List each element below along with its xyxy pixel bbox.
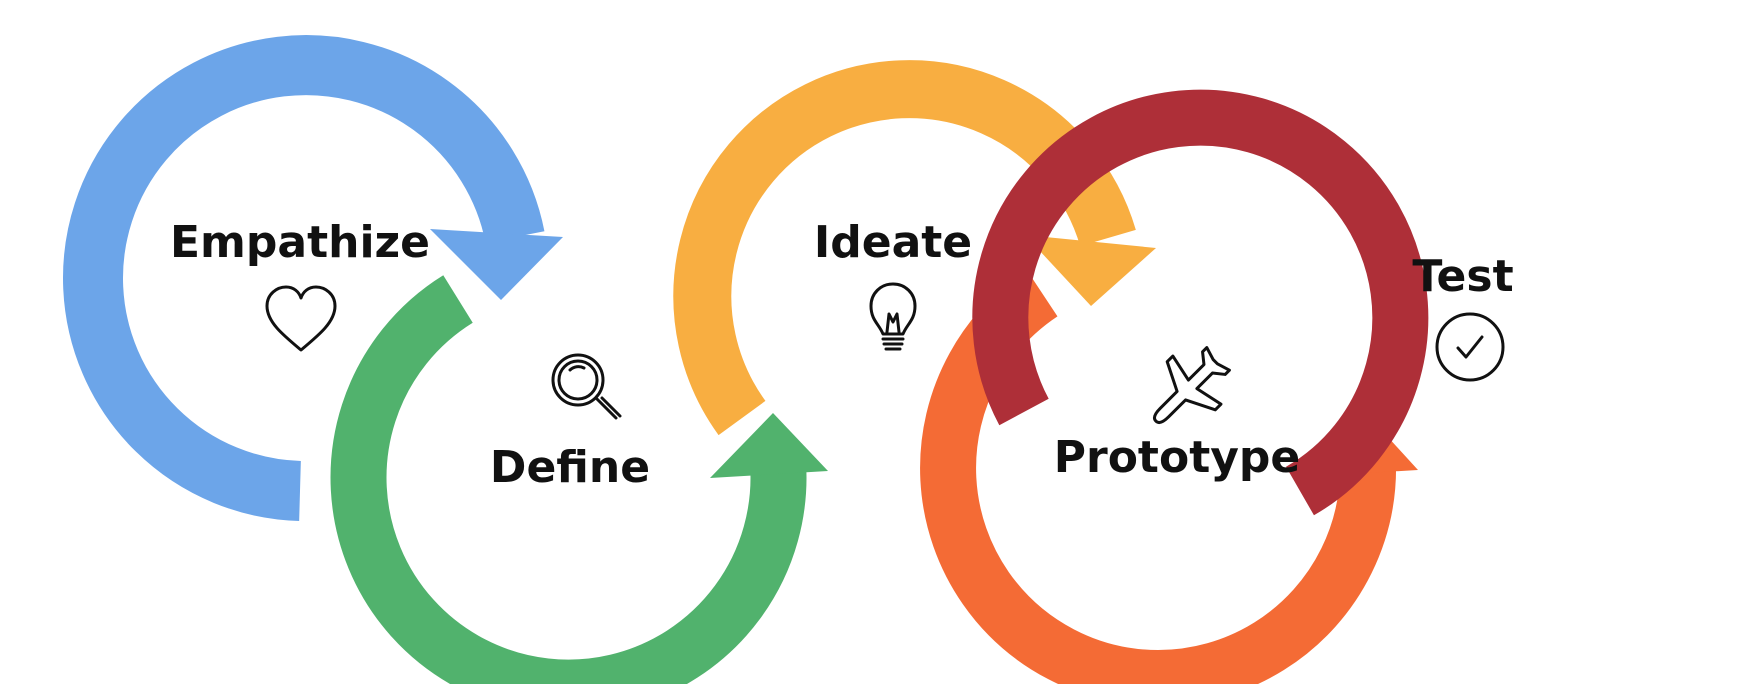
test-ring [972,89,1429,516]
lightbulb-icon [869,282,917,351]
empathize-arc [63,35,545,521]
prototype-arc [920,269,1397,684]
magnifier-icon [551,353,622,420]
ideate-arrowhead [1025,235,1156,306]
stage-empathize [63,35,563,521]
airplane-icon [1152,346,1231,425]
test-label: Test [1412,251,1513,302]
define-label: Define [490,442,650,493]
empathize-label: Empathize [170,217,430,268]
stage-define [330,275,828,684]
define-arc [330,275,807,684]
heart-icon [265,285,337,352]
check-circle-icon [1435,312,1505,382]
prototype-label: Prototype [1054,432,1301,483]
ideate-arc [673,60,1136,436]
stage-ideate [673,60,1156,436]
empathize-arrowhead [430,229,563,300]
stage-test [972,89,1429,516]
define-arrowhead [710,413,828,478]
ideate-label: Ideate [814,217,972,268]
